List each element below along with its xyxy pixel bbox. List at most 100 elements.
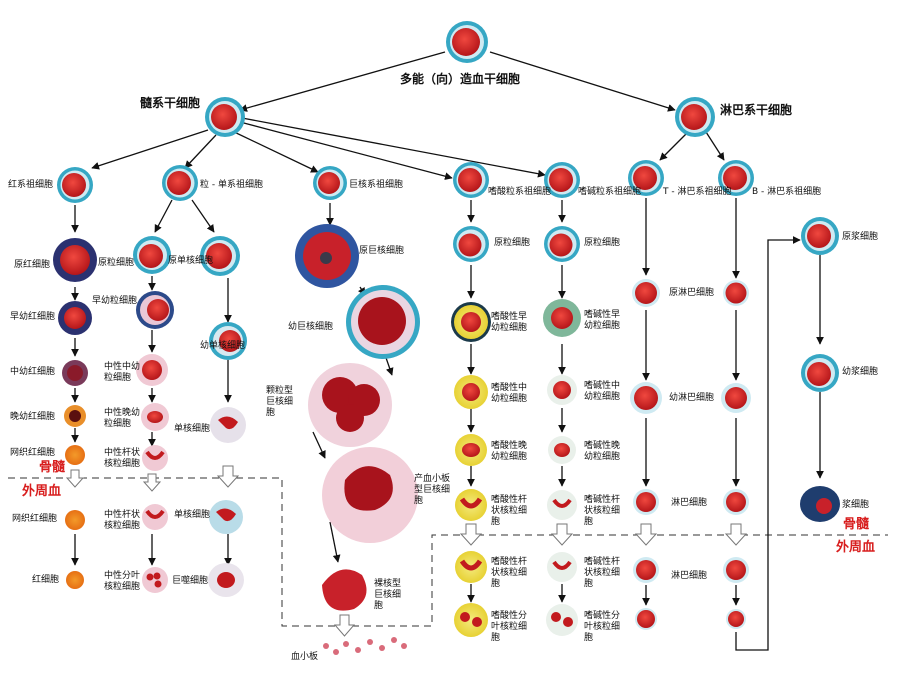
platelet-producing-megakaryocyte-cell (322, 447, 418, 543)
erythroid-progenitor-label: 红系祖细胞 (8, 180, 54, 190)
gm-progenitor-label: 粒 - 单系祖细胞 (200, 180, 263, 190)
stem-arrows (71, 51, 824, 651)
myeloid-stem-label: 髓系干细胞 (140, 96, 201, 110)
eos-band-marrow-label: 嗜酸性杆状核粒细胞 (491, 495, 528, 527)
proerythroblast-label: 原红细胞 (14, 260, 51, 270)
baso-progenitor-cell (544, 162, 580, 198)
lymphocyte-marrow-label: 淋巴细胞 (671, 498, 708, 508)
erythrocyte-cell (66, 571, 84, 589)
b-lymphocyte-small-cell (726, 609, 746, 629)
monoblast-label: 原单核细胞 (168, 256, 214, 266)
promyelocyte-label: 早幼粒细胞 (92, 296, 138, 306)
megakaryoblast-label: 原巨核细胞 (359, 246, 405, 256)
t-progenitor-cell (628, 160, 664, 196)
plasma-cell-label: 浆细胞 (842, 500, 870, 510)
root-stem-label: 多能（向）造血干细胞 (400, 72, 521, 86)
baso-metamyelocyte-cell (548, 436, 576, 464)
monocyte-marrow-label: 单核细胞 (174, 424, 211, 434)
baso-segmented-label: 嗜碱性分叶核粒细胞 (584, 611, 621, 643)
b-progenitor-cell (718, 160, 754, 196)
naked-nucleus-megakaryocyte-label: 裸核型巨核细胞 (374, 579, 402, 611)
basophilic-erythroblast-cell (58, 301, 92, 335)
lymphoid-stem-cell (675, 97, 715, 137)
baso-promyelocyte-cell (543, 299, 581, 337)
bone-marrow-label-right: 骨髓 (843, 517, 870, 532)
eos-band-marrow-cell (455, 489, 487, 521)
peripheral-blood-label-left: 外周血 (22, 484, 62, 499)
erythroid-progenitor-cell (57, 167, 93, 203)
baso-band-blood-label: 嗜碱性杆状核粒细胞 (584, 557, 621, 589)
mid-erythroblast-label: 中幼红细胞 (10, 367, 56, 377)
neutrophil-myelocyte-label: 中性中幼粒细胞 (104, 362, 141, 383)
eos-metamyelocyte-label: 嗜酸性晚幼粒细胞 (491, 441, 528, 462)
monocyte-blood-cell (209, 500, 243, 534)
polychromatic-erythroblast-cell (62, 360, 88, 386)
peripheral-blood-label-right: 外周血 (836, 540, 876, 555)
neutrophil-myelocyte-cell (136, 354, 168, 386)
monocyte-blood-label: 单核细胞 (174, 510, 211, 520)
eos-promyelocyte-label: 嗜酸性早幼粒细胞 (491, 312, 528, 333)
baso-metamyelocyte-label: 嗜碱性晚幼粒细胞 (584, 441, 621, 462)
t-progenitor-label: T - 淋巴系祖细胞 (663, 187, 732, 197)
macrophage-label: 巨噬细胞 (172, 576, 209, 586)
myeloid-stem-cell (205, 97, 245, 137)
reticulocyte-blood-cell (65, 510, 85, 530)
naked-nucleus-megakaryocyte-cell (322, 569, 367, 611)
eos-segmented-label: 嗜酸性分叶核粒细胞 (491, 611, 528, 643)
eos-segmented-cell (454, 603, 488, 637)
granular-megakaryocyte-cell (308, 363, 392, 447)
neutrophil-band-blood-cell (142, 504, 168, 530)
baso-myelocyte-label: 嗜碱性中幼粒细胞 (584, 381, 621, 402)
b-prolymphocyte-cell (721, 383, 751, 413)
macrophage-cell (208, 563, 244, 597)
lymphoid-stem-label: 淋巴系干细胞 (720, 103, 793, 117)
platelets-cluster (323, 637, 407, 655)
pluripotent-stem-cell (446, 21, 488, 63)
b-lymphoblast-cell (723, 280, 749, 306)
mk-progenitor-cell (313, 166, 347, 200)
baso-progenitor-label: 嗜碱粒系祖细胞 (578, 187, 642, 197)
reticulocyte-blood-label: 网织红细胞 (12, 514, 58, 524)
baso-band-blood-cell (547, 552, 577, 582)
promegakaryocyte-label: 幼巨核细胞 (288, 322, 334, 332)
megakaryoblast-cell (295, 224, 359, 288)
eos-progenitor-label: 嗜酸粒系祖细胞 (488, 187, 552, 197)
baso-segmented-cell (546, 604, 578, 636)
neutrophil-segmented-cell (142, 567, 168, 593)
platelet-label: 血小板 (291, 652, 319, 662)
eos-progenitor-cell (453, 162, 489, 198)
plasmablast-cell (801, 217, 839, 255)
t-lymphocyte-blood-cell (633, 557, 659, 583)
neutrophil-metamyelocyte-cell (141, 403, 169, 431)
lymphocyte-blood-label: 淋巴细胞 (671, 571, 708, 581)
neutrophil-band-marrow-label: 中性杆状核粒细胞 (104, 448, 141, 469)
erythrocyte-label: 红细胞 (32, 575, 60, 585)
myeloblast-cell (133, 236, 171, 274)
t-prolymphocyte-cell (630, 382, 662, 414)
baso-band-marrow-label: 嗜碱性杆状核粒细胞 (584, 495, 621, 527)
lymphoblast-label: 原淋巴细胞 (669, 288, 715, 298)
promegakaryocyte-cell (346, 285, 420, 359)
promonocyte-cell (209, 322, 247, 360)
reticulocyte-marrow-label: 网织红细胞 (10, 448, 56, 458)
monocyte-marrow-cell (210, 407, 246, 443)
eos-myelocyte-label: 嗜酸性中幼粒细胞 (491, 383, 528, 404)
proplasmacyte-cell (801, 354, 839, 392)
gm-progenitor-cell (162, 165, 198, 201)
proerythroblast-cell (53, 238, 97, 282)
granular-megakaryocyte-label: 颗粒型巨核细胞 (266, 386, 294, 418)
mk-progenitor-label: 巨核系祖细胞 (349, 180, 404, 190)
prolymphocyte-label: 幼淋巴细胞 (669, 393, 715, 403)
myeloblast-label: 原粒细胞 (98, 258, 135, 268)
b-progenitor-label: B - 淋巴系祖细胞 (752, 187, 822, 197)
baso-band-marrow-cell (547, 490, 577, 520)
eos-band-blood-cell (455, 551, 487, 583)
reticulocyte-marrow-cell (65, 445, 85, 465)
plasma-cell (800, 486, 840, 522)
t-lymphocyte-marrow-cell (633, 489, 659, 515)
transit-arrows (65, 465, 748, 637)
proplasmacyte-label: 幼浆细胞 (842, 367, 879, 377)
platelet-producing-megakaryocyte-label: 产血小板型巨核细胞 (414, 474, 451, 506)
neutrophil-segmented-label: 中性分叶核粒细胞 (104, 571, 141, 592)
